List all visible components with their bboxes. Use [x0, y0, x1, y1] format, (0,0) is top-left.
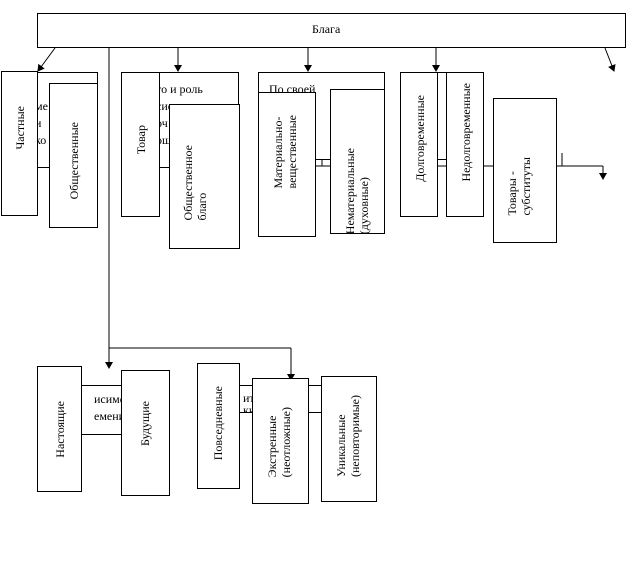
item-budushchie: Будущие	[121, 370, 170, 496]
item-ekstrennye: Экстренные (неотложные)	[252, 378, 309, 504]
item-unikalnye-label: Уникальные (неповторимые)	[334, 395, 362, 478]
item-nematerialnye: Нематериальные (духовные)	[330, 89, 385, 234]
group-fragment-1: ме и ко	[35, 99, 48, 147]
item-dolgovremennye-label: Долговременные	[413, 95, 427, 182]
item-unikalnye: Уникальные (неповторимые)	[321, 376, 377, 502]
item-nematerialnye-label: Нематериальные (духовные)	[343, 148, 371, 234]
group-fragment-5: исимо емени	[94, 392, 126, 423]
item-tovary-substituty: Товары - субституты	[493, 98, 557, 243]
root-label: Блага	[312, 22, 341, 36]
item-ekstrennye-label: Экстренные (неотложные)	[265, 407, 293, 478]
item-materialnye: Материально- вещественные	[258, 92, 316, 237]
arrow-root-g1	[37, 47, 56, 72]
root-box: Блага	[37, 13, 626, 48]
item-chastnye: Частные	[1, 71, 38, 216]
item-povsednevnye: Повседневные	[197, 363, 240, 489]
item-povsednevnye-label: Повседневные	[211, 386, 225, 461]
arrow-root-g6	[604, 47, 616, 72]
item-nedolgovremennye: Недолговременные	[446, 72, 484, 217]
item-tovar: Товар	[121, 72, 160, 217]
item-tovar-label: Товар	[134, 125, 148, 155]
item-nedolgovremennye-label: Недолговременные	[459, 83, 473, 182]
item-tovary-substituty-label: Товары - субституты	[505, 157, 533, 216]
item-nastoyashchie: Настоящие	[37, 366, 82, 492]
item-obshchestvennye-label: Общественные	[67, 122, 81, 200]
item-dolgovremennye: Долговременные	[400, 72, 438, 217]
item-obshchestvennoe-blago-label: Общественное благо	[181, 145, 209, 221]
item-materialnye-label: Материально- вещественные	[271, 115, 299, 189]
item-obshchestvennoe-blago: Общественное благо	[169, 104, 240, 249]
item-chastnye-label: Частные	[13, 106, 27, 150]
item-obshchestvennye: Общественные	[49, 83, 98, 228]
item-nastoyashchie-label: Настоящие	[53, 401, 67, 458]
item-budushchie-label: Будущие	[138, 401, 152, 446]
